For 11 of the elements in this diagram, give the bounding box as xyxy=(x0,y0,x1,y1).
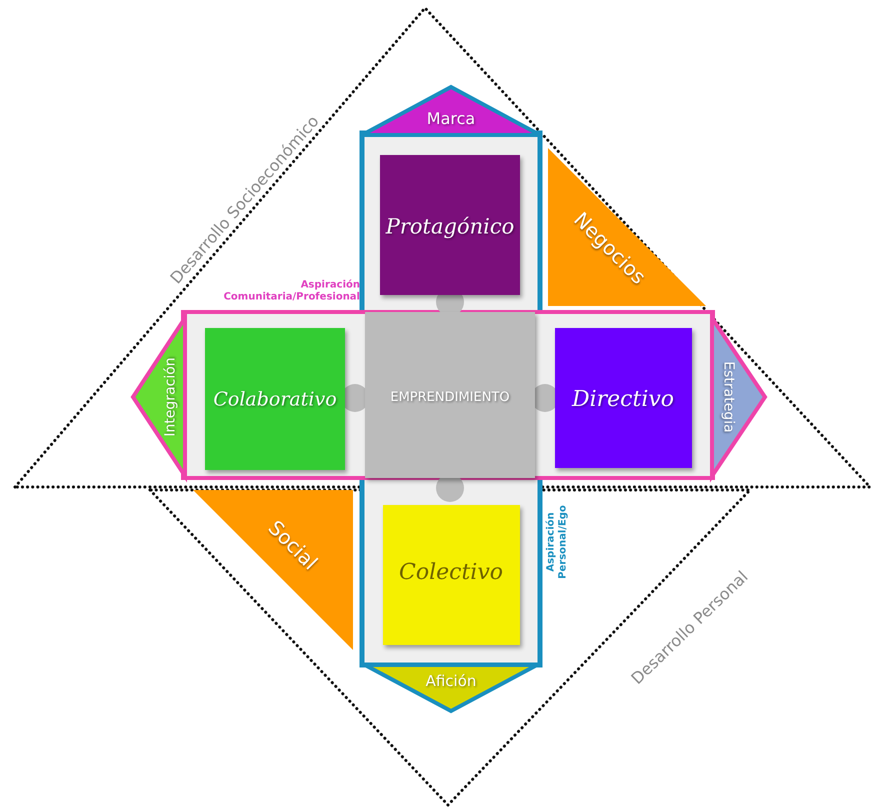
aspiration-note: Aspiración Comunitaria/Profesional xyxy=(224,280,360,302)
shape-label: Marca xyxy=(426,110,476,128)
tile-title: Colectivo xyxy=(399,560,503,586)
tile-title: Colaborativo xyxy=(213,390,337,410)
tile-title: Protagónico xyxy=(386,215,514,239)
shape-label: Afición xyxy=(426,672,476,690)
shape-label: EMPRENDIMIENTO xyxy=(390,390,510,406)
tile-title: Directivo xyxy=(572,388,674,412)
shape-label: Integración xyxy=(163,357,179,437)
aspiration-note: Aspiración Personal/Ego xyxy=(546,504,568,581)
shape-label: Estrategia xyxy=(720,361,736,433)
